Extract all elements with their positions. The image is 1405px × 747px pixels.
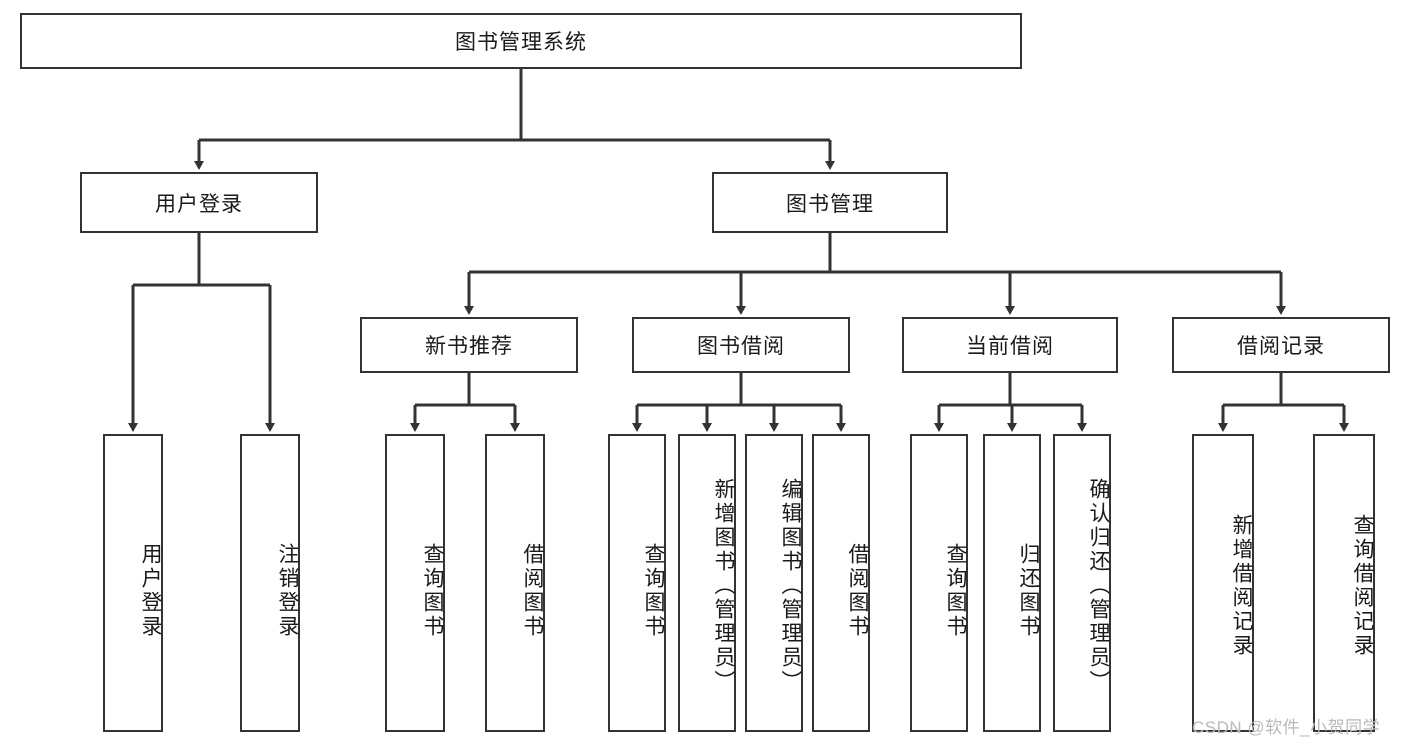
node-book-borrow[interactable]: 图书借阅 <box>632 317 850 373</box>
leaf-user-login[interactable]: 用户登录 <box>103 434 163 732</box>
leaf-query-record[interactable]: 查询借阅记录 <box>1313 434 1375 732</box>
node-new-book-rec[interactable]: 新书推荐 <box>360 317 578 373</box>
leaf-borrow-book-2[interactable]: 借阅图书 <box>812 434 870 732</box>
leaf-add-book[interactable]: 新增图书（管理员） <box>678 434 736 732</box>
node-book-manage[interactable]: 图书管理 <box>712 172 948 233</box>
leaf-query-book-1[interactable]: 查询图书 <box>385 434 445 732</box>
node-user-login[interactable]: 用户登录 <box>80 172 318 233</box>
csdn-watermark: CSDN @软件_小贺同学 <box>1192 718 1381 737</box>
leaf-confirm-return[interactable]: 确认归还（管理员） <box>1053 434 1111 732</box>
node-root[interactable]: 图书管理系统 <box>20 13 1022 69</box>
leaf-edit-book[interactable]: 编辑图书（管理员） <box>745 434 803 732</box>
leaf-user-logout[interactable]: 注销登录 <box>240 434 300 732</box>
node-current-borrow[interactable]: 当前借阅 <box>902 317 1118 373</box>
leaf-add-record[interactable]: 新增借阅记录 <box>1192 434 1254 732</box>
leaf-query-book-2[interactable]: 查询图书 <box>608 434 666 732</box>
node-borrow-record[interactable]: 借阅记录 <box>1172 317 1390 373</box>
leaf-return-book[interactable]: 归还图书 <box>983 434 1041 732</box>
leaf-query-book-3[interactable]: 查询图书 <box>910 434 968 732</box>
leaf-borrow-book-1[interactable]: 借阅图书 <box>485 434 545 732</box>
